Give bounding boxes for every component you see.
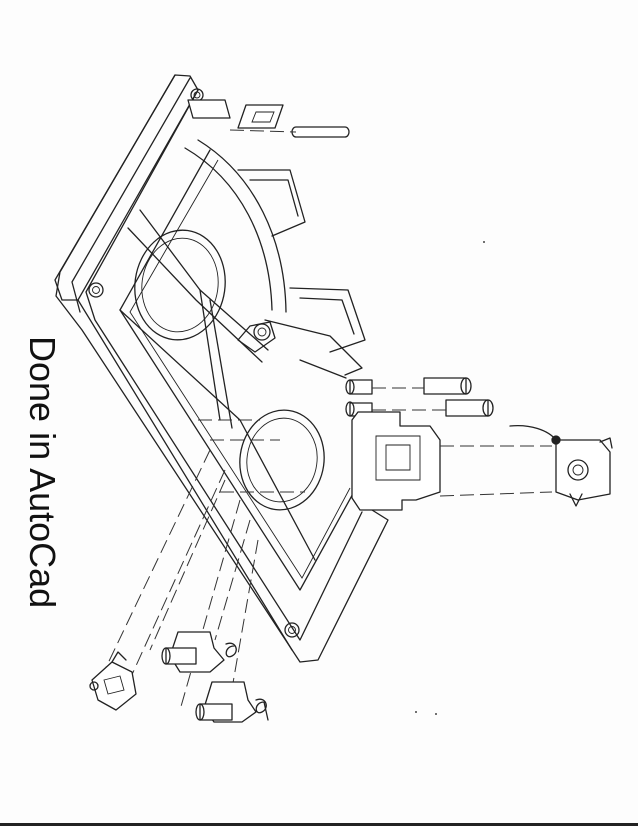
springs — [225, 642, 269, 721]
frame-bracket — [351, 411, 553, 511]
fan-openings — [134, 229, 325, 511]
frame-holes — [88, 88, 300, 638]
latch — [89, 651, 137, 711]
frame — [54, 74, 389, 663]
drawing-caption: Done in AutoCad — [22, 336, 63, 609]
bracket — [509, 424, 613, 507]
pins — [345, 377, 494, 417]
explosion-lines — [99, 419, 305, 711]
top-parts — [187, 99, 350, 138]
clips — [161, 631, 257, 723]
scan-edge — [0, 823, 638, 826]
